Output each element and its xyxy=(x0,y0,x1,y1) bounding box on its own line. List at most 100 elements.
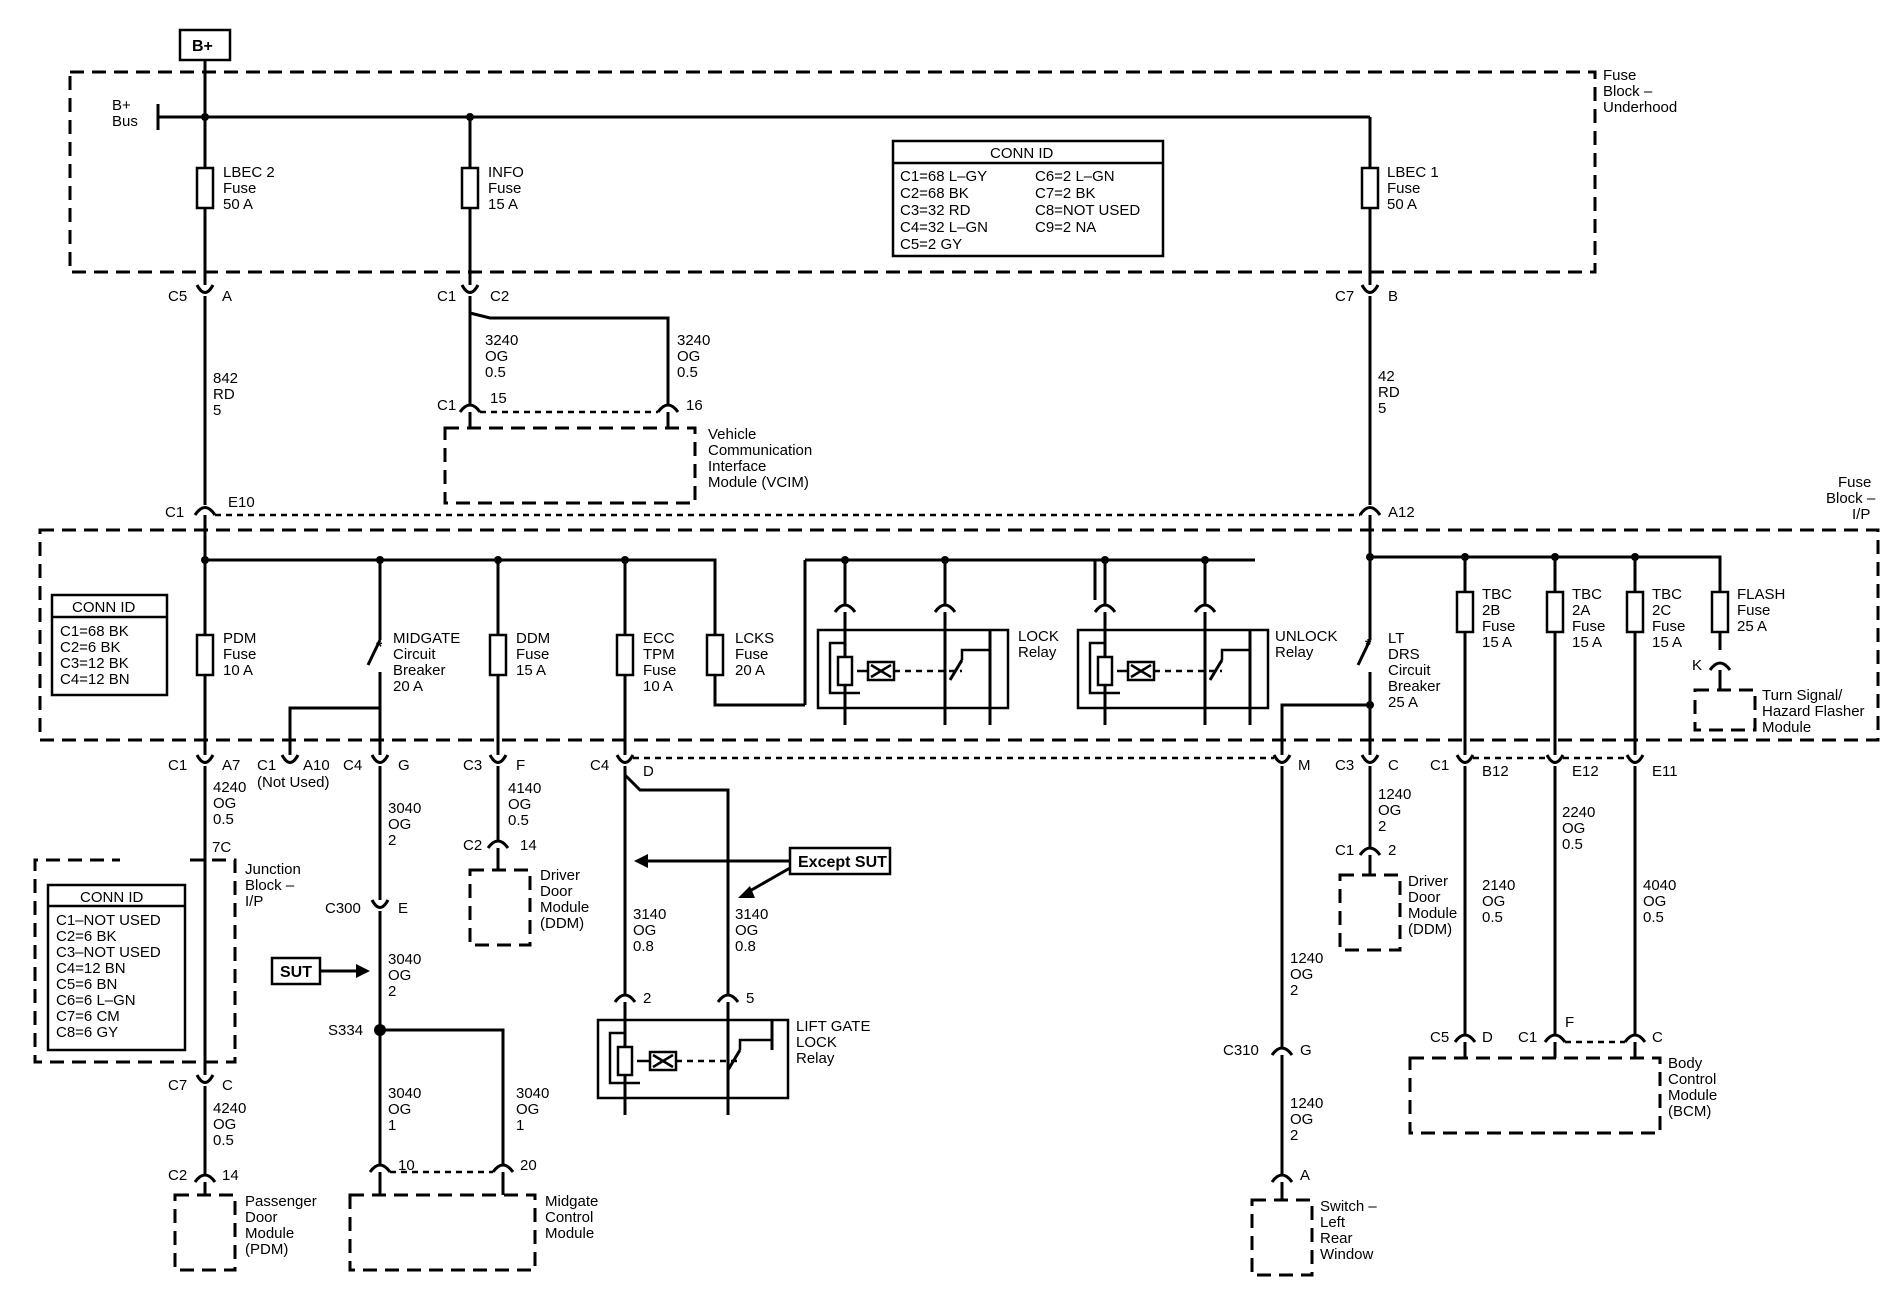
svg-text:FLASH: FLASH xyxy=(1737,586,1785,603)
lbec1-fuse-icon xyxy=(1360,166,1380,210)
driver-door-module-right xyxy=(1338,873,1402,952)
turn-signal-module xyxy=(1693,688,1757,732)
svg-text:C6=2 L–GN: C6=2 L–GN xyxy=(1035,168,1115,185)
svg-text:2: 2 xyxy=(1378,818,1386,835)
svg-text:OG: OG xyxy=(1562,820,1585,837)
svg-text:Switch –: Switch – xyxy=(1320,1198,1377,1215)
svg-text:3040: 3040 xyxy=(388,800,421,817)
svg-text:1: 1 xyxy=(388,1117,396,1134)
svg-text:A10: A10 xyxy=(303,757,330,774)
svg-text:B: B xyxy=(1388,288,1398,305)
svg-text:0.5: 0.5 xyxy=(1562,836,1583,853)
svg-text:15 A: 15 A xyxy=(488,196,518,213)
svg-text:Fuse: Fuse xyxy=(1838,474,1871,491)
svg-text:INFO: INFO xyxy=(488,164,524,181)
conn-id-junction xyxy=(46,883,187,1052)
svg-text:C310: C310 xyxy=(1223,1042,1259,1059)
svg-text:OG: OG xyxy=(508,796,531,813)
svg-text:Door: Door xyxy=(245,1209,278,1226)
svg-text:S334: S334 xyxy=(328,1022,363,1039)
svg-text:(DDM): (DDM) xyxy=(1408,921,1452,938)
svg-text:C4=32 L–GN: C4=32 L–GN xyxy=(900,219,988,236)
svg-text:3040: 3040 xyxy=(388,951,421,968)
svg-text:Relay: Relay xyxy=(1018,644,1057,661)
svg-text:Fuse: Fuse xyxy=(516,646,549,663)
lift-gate-relay-resistor-icon xyxy=(616,1045,634,1077)
svg-text:15 A: 15 A xyxy=(1652,634,1682,651)
svg-text:4140: 4140 xyxy=(508,780,541,797)
svg-text:Fuse: Fuse xyxy=(1572,618,1605,635)
svg-text:Interface: Interface xyxy=(708,458,766,475)
svg-text:OG: OG xyxy=(213,795,236,812)
svg-text:LIFT GATE: LIFT GATE xyxy=(796,1018,870,1035)
svg-text:C4: C4 xyxy=(590,757,609,774)
svg-text:2: 2 xyxy=(1290,1127,1298,1144)
svg-text:OG: OG xyxy=(516,1101,539,1118)
svg-text:Vehicle: Vehicle xyxy=(708,426,756,443)
svg-text:LCKS: LCKS xyxy=(735,630,774,647)
svg-text:C6=6 L–GN: C6=6 L–GN xyxy=(56,992,136,1009)
svg-text:Module: Module xyxy=(540,899,589,916)
svg-text:2: 2 xyxy=(1290,982,1298,999)
ddm-fuse-icon xyxy=(488,633,508,677)
svg-text:G: G xyxy=(1300,1042,1312,1059)
fuse-block-ip xyxy=(38,528,1880,742)
svg-text:3240: 3240 xyxy=(485,332,518,349)
svg-text:Fuse: Fuse xyxy=(488,180,521,197)
svg-text:0.5: 0.5 xyxy=(213,1132,234,1149)
ecc-tpm-fuse-icon xyxy=(615,633,635,677)
svg-text:0.5: 0.5 xyxy=(213,811,234,828)
svg-text:3140: 3140 xyxy=(633,906,666,923)
svg-text:OG: OG xyxy=(1643,893,1666,910)
svg-text:(Not Used): (Not Used) xyxy=(257,774,330,791)
svg-text:LBEC 2: LBEC 2 xyxy=(223,164,275,181)
svg-text:2140: 2140 xyxy=(1482,877,1515,894)
svg-text:E11: E11 xyxy=(1652,763,1678,780)
svg-text:20 A: 20 A xyxy=(735,662,765,679)
svg-text:0.5: 0.5 xyxy=(1482,909,1503,926)
midgate-control-module xyxy=(348,1193,537,1272)
svg-text:C1–NOT USED: C1–NOT USED xyxy=(56,912,161,929)
svg-text:C5=2 GY: C5=2 GY xyxy=(900,236,962,253)
fb-under-label: Fuse xyxy=(1603,67,1636,84)
svg-text:1240: 1240 xyxy=(1378,786,1411,803)
svg-text:TPM: TPM xyxy=(643,646,675,663)
svg-text:Block –: Block – xyxy=(245,877,295,894)
svg-text:C1: C1 xyxy=(1335,842,1354,859)
svg-text:10: 10 xyxy=(398,1157,415,1174)
svg-text:C1: C1 xyxy=(1430,757,1449,774)
svg-text:50 A: 50 A xyxy=(1387,196,1417,213)
svg-text:C: C xyxy=(222,1077,233,1094)
svg-text:2: 2 xyxy=(1388,842,1396,859)
svg-text:C1=68 BK: C1=68 BK xyxy=(60,623,129,640)
conn-id-ip xyxy=(50,593,169,697)
svg-text:1240: 1240 xyxy=(1290,950,1323,967)
svg-text:C4: C4 xyxy=(343,757,362,774)
svg-text:C8=6 GY: C8=6 GY xyxy=(56,1024,118,1041)
svg-text:Control: Control xyxy=(1668,1071,1716,1088)
svg-text:4040: 4040 xyxy=(1643,877,1676,894)
tbc2c-fuse-icon xyxy=(1625,590,1645,634)
svg-text:C3: C3 xyxy=(463,757,482,774)
svg-text:15 A: 15 A xyxy=(1482,634,1512,651)
driver-door-module-left xyxy=(468,868,532,947)
svg-text:25 A: 25 A xyxy=(1737,618,1767,635)
unlock-relay-resistor-icon xyxy=(1096,655,1114,687)
svg-text:2240: 2240 xyxy=(1562,804,1595,821)
svg-text:CONN ID: CONN ID xyxy=(80,889,144,906)
svg-text:7C: 7C xyxy=(212,839,231,856)
svg-text:2: 2 xyxy=(388,832,396,849)
svg-text:0.8: 0.8 xyxy=(633,938,654,955)
svg-text:MIDGATE: MIDGATE xyxy=(393,630,460,647)
except-sut-label-box xyxy=(788,846,892,876)
svg-text:(DDM): (DDM) xyxy=(540,915,584,932)
svg-text:5: 5 xyxy=(746,990,754,1007)
svg-text:Module: Module xyxy=(1408,905,1457,922)
svg-text:Hazard Flasher: Hazard Flasher xyxy=(1762,703,1865,720)
svg-text:15 A: 15 A xyxy=(516,662,546,679)
bplus-bus-label: B+ xyxy=(112,97,131,114)
svg-text:CONN ID: CONN ID xyxy=(72,599,136,616)
lbec2-fuse-icon xyxy=(195,166,215,210)
passenger-door-module xyxy=(173,1193,237,1272)
svg-text:LOCK: LOCK xyxy=(796,1034,837,1051)
